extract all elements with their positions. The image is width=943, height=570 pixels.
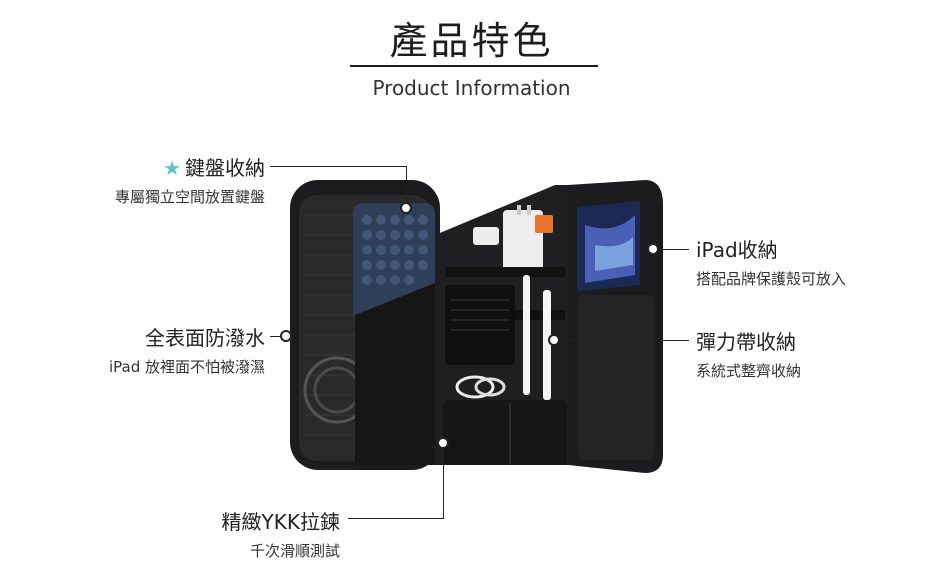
middle-panel [435, 185, 570, 465]
zipper-leader-line-vertical [443, 448, 444, 519]
page-subtitle: Product Information [372, 76, 571, 100]
zipper-marker-dot [437, 437, 449, 449]
page-title: 產品特色 [389, 19, 554, 63]
feature-elastic-desc: 系統式整齊收納 [696, 362, 802, 380]
elastic-leader-line [560, 340, 689, 341]
ipad-leader-line [659, 249, 689, 250]
elastic-marker-dot [548, 334, 560, 346]
keyboard-marker-dot [400, 202, 412, 214]
feature-zipper-title: 精緻YKK拉鍊 [221, 510, 340, 534]
right-panel [568, 180, 663, 473]
feature-ipad-title: iPad收納 [696, 238, 778, 262]
feature-waterproof-title: 全表面防潑水 [145, 326, 265, 350]
waterproof-marker-dot [280, 330, 292, 342]
waterproof-leader-line [270, 336, 282, 337]
feature-keyboard-label: 鍵盤收納 [185, 156, 265, 180]
feature-waterproof-desc: iPad 放裡面不怕被潑濕 [108, 358, 265, 376]
feature-keyboard-desc: 專屬獨立空間放置鍵盤 [114, 188, 265, 206]
zipper-leader-line [348, 518, 444, 519]
ipad-marker-dot [647, 243, 659, 255]
product-image [290, 180, 663, 473]
keyboard-leader-line [270, 166, 407, 167]
feature-ipad-desc: 搭配品牌保護殼可放入 [696, 270, 847, 288]
title-underline [350, 65, 598, 67]
feature-elastic-title: 彈力帶收納 [696, 330, 796, 354]
feature-zipper-desc: 千次滑順測試 [249, 542, 340, 560]
keyboard-leader-line-vertical [406, 166, 407, 204]
feature-keyboard-title: ★鍵盤收納 [110, 152, 265, 181]
star-icon: ★ [163, 156, 181, 180]
left-panel [290, 180, 440, 470]
